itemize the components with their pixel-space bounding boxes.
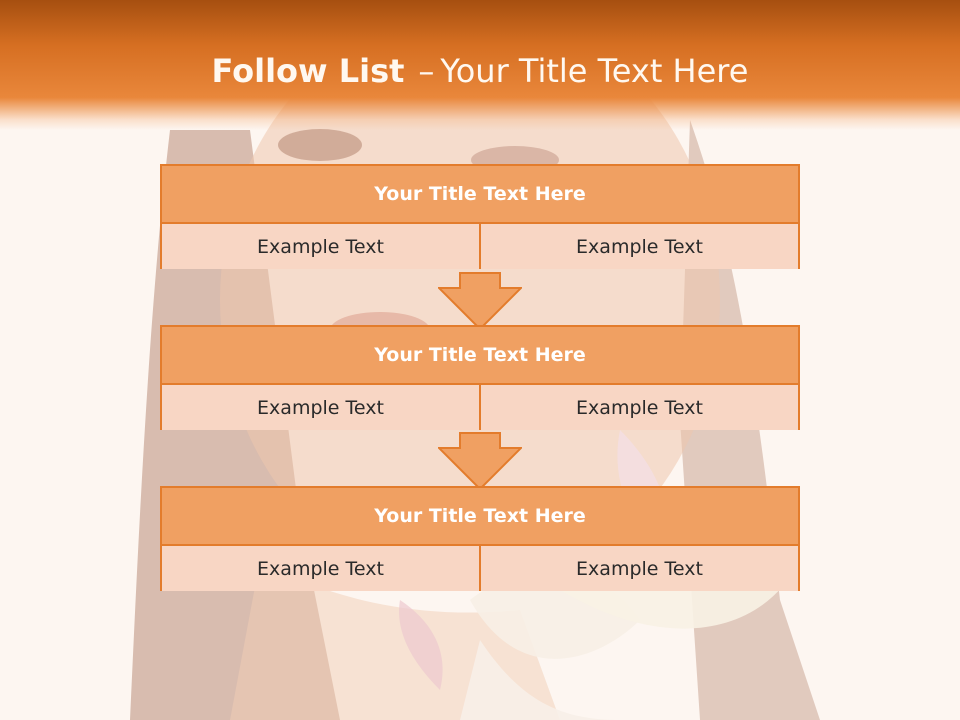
slide-title-rest: Your Title Text Here — [440, 52, 749, 90]
block-cell-left: Example Text — [162, 224, 479, 269]
block-title: Your Title Text Here — [162, 166, 798, 224]
block-cell-right: Example Text — [479, 224, 798, 269]
block-cell-right: Example Text — [479, 385, 798, 430]
slide-title-separator: – — [418, 52, 435, 90]
block-cell-left: Example Text — [162, 546, 479, 591]
block-cells: Example Text Example Text — [162, 224, 798, 269]
follow-block-1: Your Title Text Here Example Text Exampl… — [160, 164, 800, 269]
block-cell-right: Example Text — [479, 546, 798, 591]
block-cells: Example Text Example Text — [162, 546, 798, 591]
block-cell-left: Example Text — [162, 385, 479, 430]
follow-block-2: Your Title Text Here Example Text Exampl… — [160, 325, 800, 430]
follow-block-3: Your Title Text Here Example Text Exampl… — [160, 486, 800, 591]
block-title: Your Title Text Here — [162, 488, 798, 546]
block-title: Your Title Text Here — [162, 327, 798, 385]
down-arrow-icon — [438, 432, 522, 490]
down-arrow-icon — [438, 272, 522, 330]
slide-title-bold: Follow List — [211, 52, 405, 90]
header-band: Follow List–Your Title Text Here — [0, 0, 960, 130]
block-cells: Example Text Example Text — [162, 385, 798, 430]
slide-title: Follow List–Your Title Text Here — [0, 52, 960, 90]
